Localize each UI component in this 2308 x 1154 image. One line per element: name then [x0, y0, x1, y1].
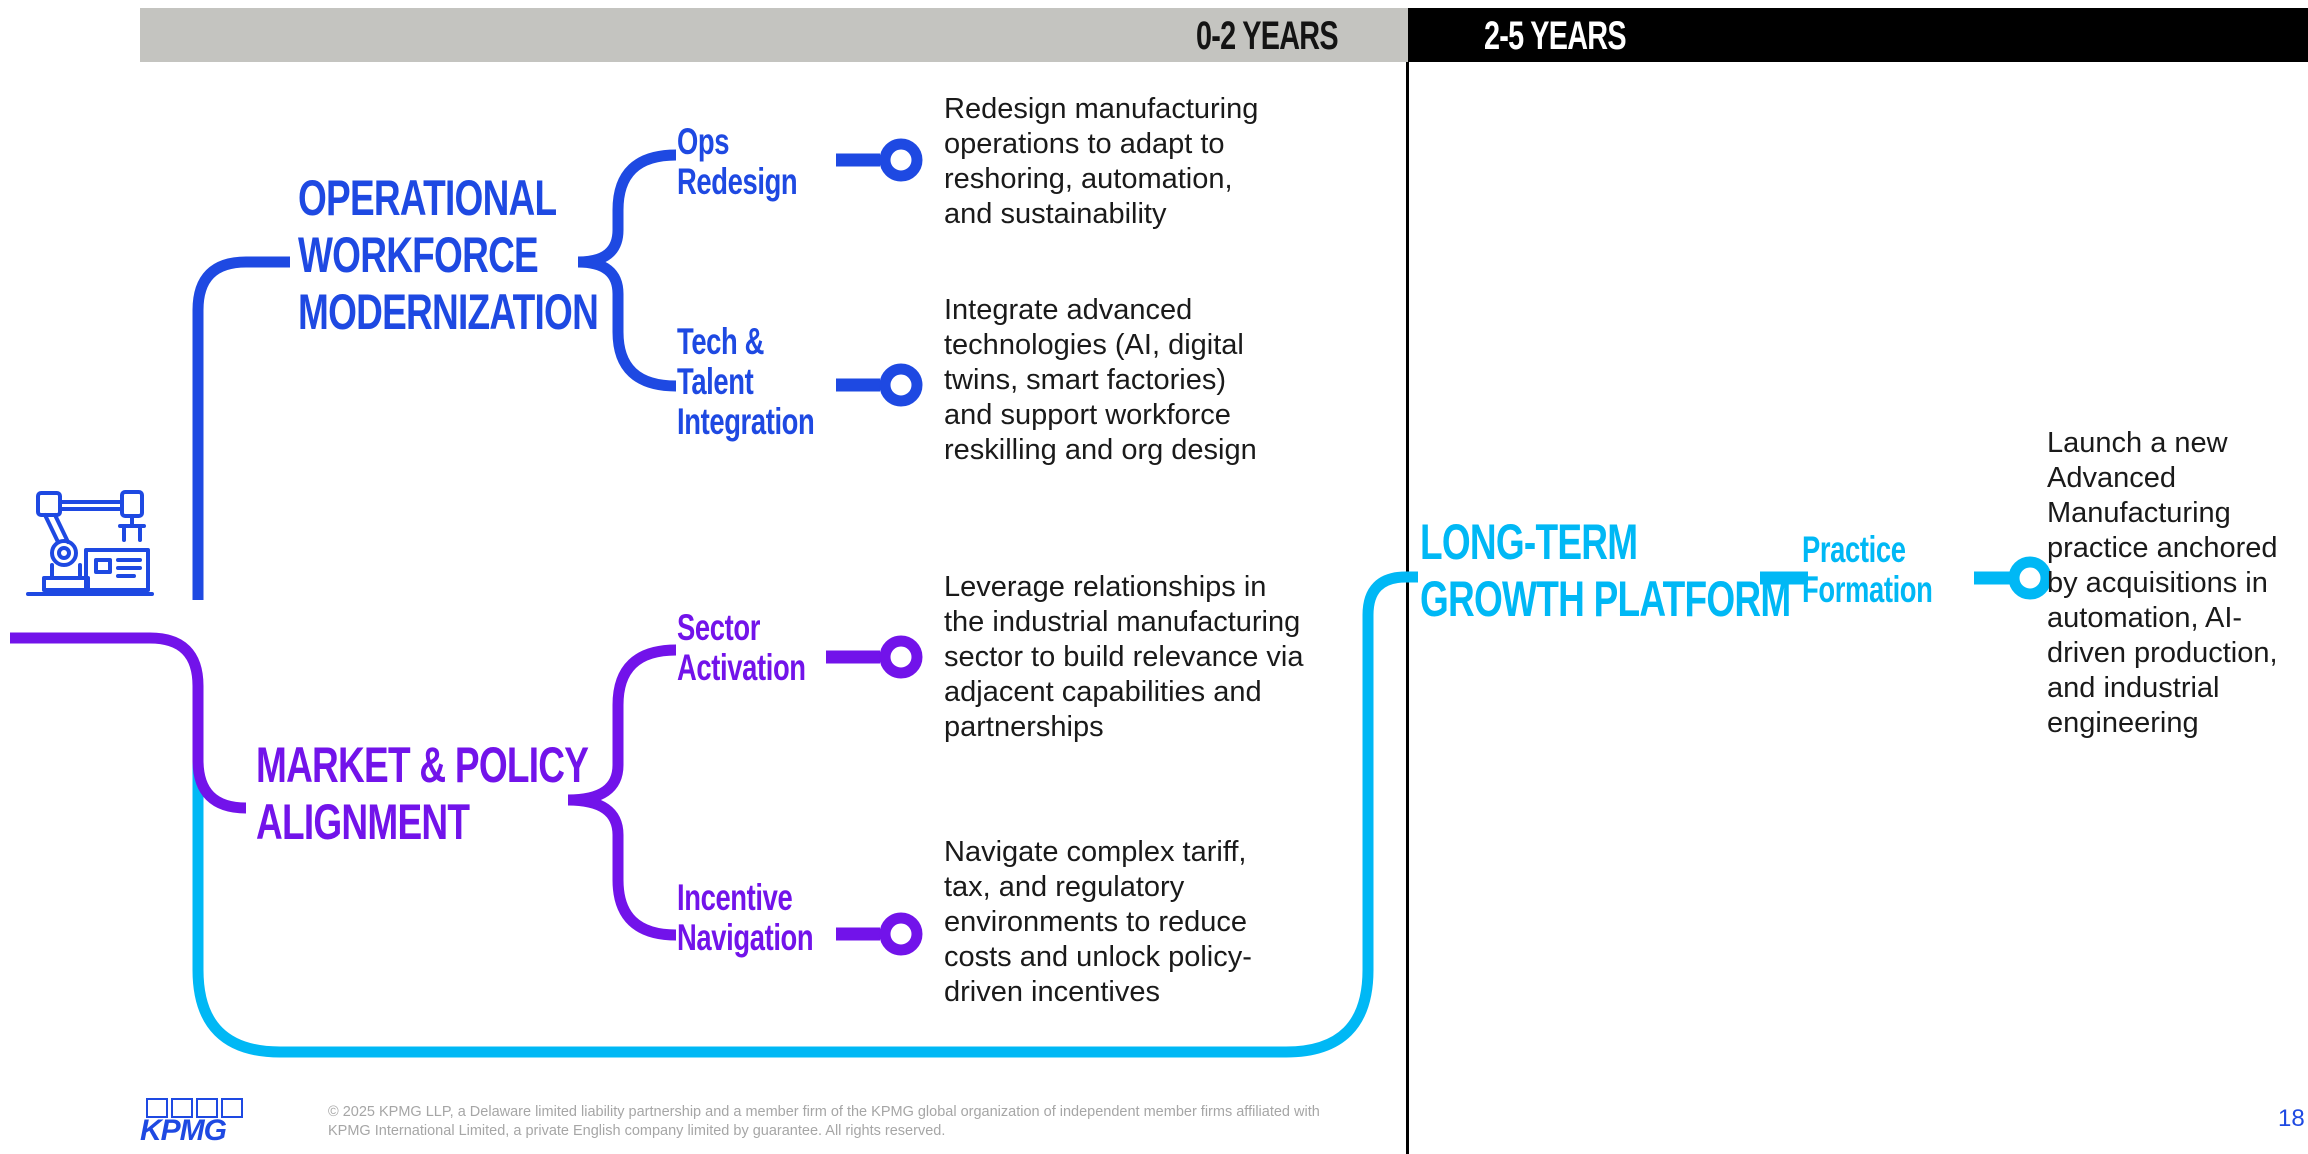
market-connector — [10, 632, 247, 814]
tech-talent-marker — [836, 363, 923, 407]
header-label-0-2-years: 0-2 YEARS — [1196, 14, 1339, 58]
incentive-navigation-label: Incentive Navigation — [677, 877, 814, 958]
kpmg-logo-boxes — [146, 1098, 243, 1118]
practice-formation-marker — [1974, 556, 2052, 600]
kpmg-logo-text: KPMG — [140, 1114, 227, 1147]
operational-connector — [192, 256, 290, 600]
incentive-navigation-description: Navigate complex tariff, tax, and regula… — [944, 836, 1252, 1008]
ops-redesign-label: Ops Redesign — [677, 121, 798, 202]
header-label-2-5-years: 2-5 YEARS — [1484, 14, 1627, 58]
timeline-divider — [1406, 62, 1409, 1154]
operational-title: OPERATIONAL WORKFORCE MODERNIZATION — [298, 170, 599, 340]
sector-activation-description: Leverage relationships in the industrial… — [944, 571, 1304, 743]
sector-activation-marker — [826, 635, 923, 679]
kpmg-logo: KPMG — [140, 1098, 246, 1147]
practice-formation-label: Practice Formation — [1802, 529, 1933, 610]
copyright-notice: © 2025 KPMG LLP, a Delaware limited liab… — [328, 1104, 1320, 1139]
tech-talent-description: Integrate advanced technologies (AI, dig… — [944, 294, 1257, 466]
ops-redesign-description: Redesign manufacturing operations to ada… — [944, 93, 1259, 230]
market-title: MARKET & POLICY ALIGNMENT — [256, 737, 589, 850]
page-number: 18 — [2278, 1105, 2305, 1132]
header-bar-0-2-years — [140, 8, 1408, 62]
header-bar-2-5-years — [1408, 8, 2308, 62]
practice-formation-description: Launch a new Advanced Manufacturing prac… — [2047, 427, 2278, 739]
sector-activation-label: Sector Activation — [677, 607, 806, 688]
growth-title: LONG-TERM GROWTH PLATFORM — [1420, 514, 1791, 627]
growth-connector — [192, 571, 1418, 1058]
market-brace — [567, 644, 677, 941]
tech-talent-label: Tech & Talent Integration — [677, 321, 815, 442]
operational-brace — [577, 149, 677, 392]
ops-redesign-marker — [836, 138, 923, 182]
robotic-arm-factory-icon — [26, 490, 154, 596]
incentive-navigation-marker — [836, 912, 923, 956]
